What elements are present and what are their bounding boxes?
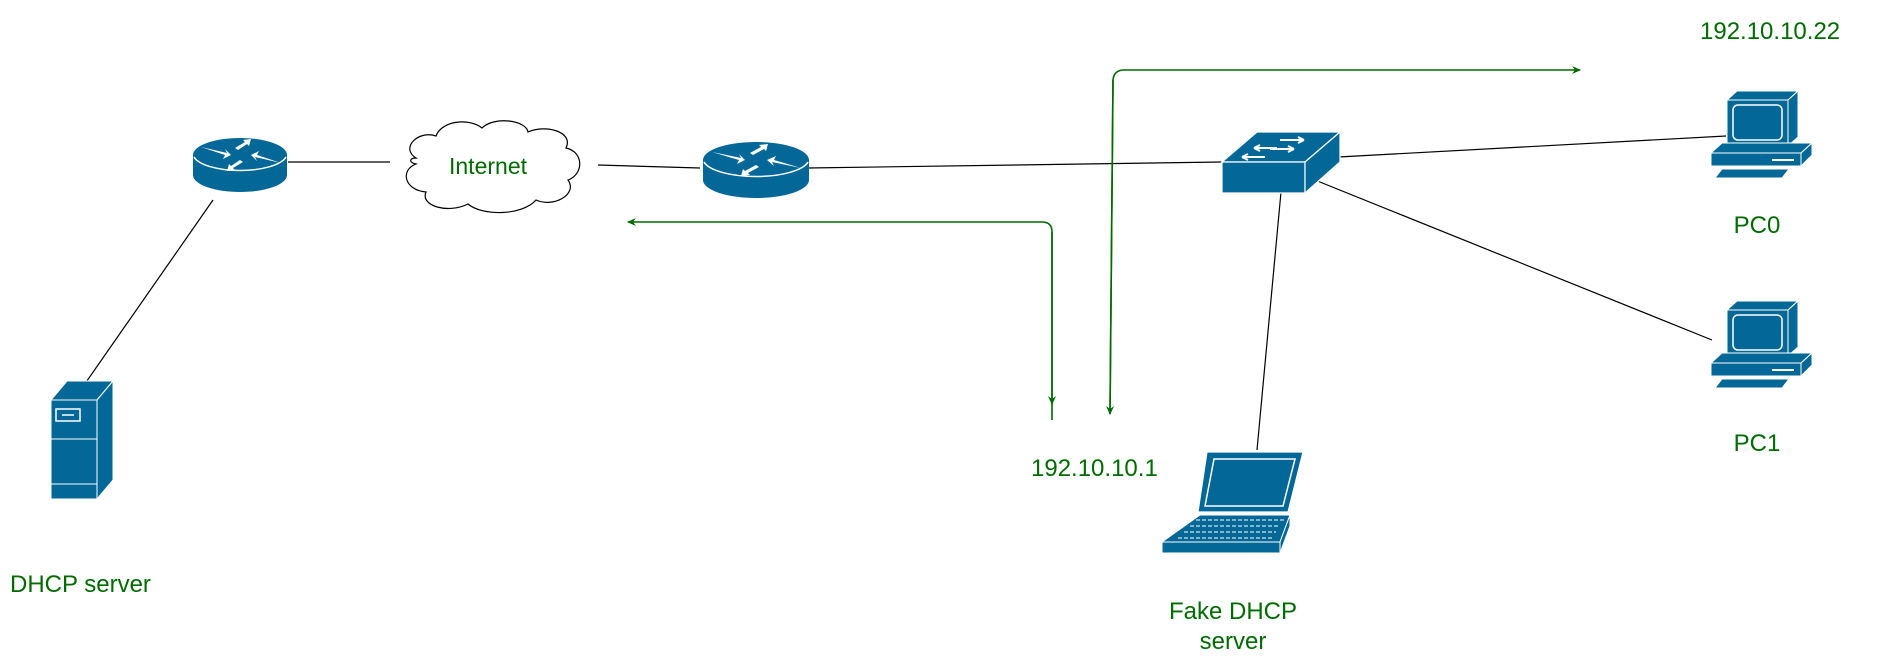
desktop-pc-icon <box>1709 299 1814 389</box>
server-tower-icon <box>49 379 115 501</box>
link-switch-pc0 <box>1319 135 1727 159</box>
flow-to-pc0 <box>1109 66 1581 415</box>
fake-dhcp-label-line1: Fake DHCP <box>1168 598 1298 625</box>
fake-dhcp-laptop[interactable] <box>1160 451 1304 554</box>
dhcp-server-label: DHCP server <box>10 571 151 598</box>
pc1-label: PC1 <box>1733 430 1781 457</box>
links <box>81 135 1727 451</box>
cloud-label: Internet <box>449 153 527 179</box>
router-left[interactable] <box>193 138 287 192</box>
flow-to-gateway-b-head <box>1106 79 1115 415</box>
cloud-icon <box>405 120 581 214</box>
link-router-switch <box>807 161 1223 169</box>
flow-to-internet-and-gateway <box>627 218 1053 420</box>
ip-gateway-label: 192.10.10.1 <box>1031 455 1158 482</box>
fake-dhcp-label: Fake DHCP server <box>1169 597 1297 657</box>
link-dhcp-router <box>81 199 214 389</box>
switch[interactable] <box>1220 130 1342 195</box>
flows <box>627 66 1581 420</box>
router-icon <box>193 138 287 192</box>
pc0-label: PC0 <box>1733 212 1781 239</box>
link-switch-laptop <box>1256 191 1282 451</box>
ip-pc0-label: 192.10.10.22 <box>1700 18 1841 45</box>
link-cloud-router <box>597 164 701 169</box>
switch-icon <box>1220 130 1342 195</box>
pc1[interactable] <box>1709 299 1814 389</box>
link-switch-pc1 <box>1304 175 1713 341</box>
desktop-pc-icon <box>1709 89 1814 179</box>
pc0[interactable] <box>1709 89 1814 179</box>
laptop-icon <box>1160 451 1304 554</box>
router-right[interactable] <box>703 142 809 198</box>
router-icon <box>703 142 809 198</box>
dhcp-server[interactable] <box>49 379 115 501</box>
internet-cloud[interactable] <box>405 120 581 214</box>
fake-dhcp-label-line2: server <box>1199 628 1267 655</box>
